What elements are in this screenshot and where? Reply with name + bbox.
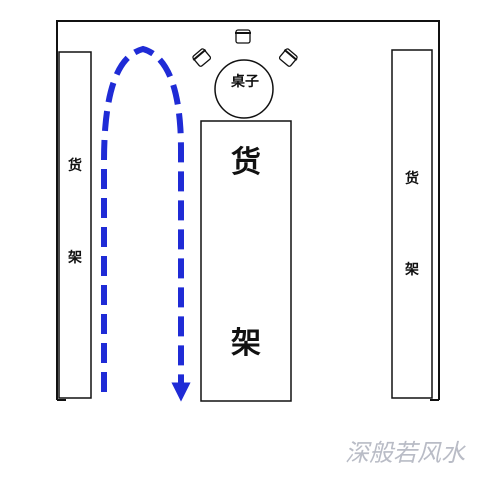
watermark-text: 深般若风水 xyxy=(345,439,466,467)
left-shelf: 货 架 xyxy=(58,51,92,399)
flow-arrow xyxy=(101,45,191,402)
right-shelf-box xyxy=(391,49,433,399)
room-walls xyxy=(56,20,440,401)
left-shelf-box xyxy=(58,51,92,399)
center-shelf: 货 架 xyxy=(200,120,292,402)
right-shelf: 货 架 xyxy=(391,49,433,399)
chair-right xyxy=(278,48,298,67)
chair-left xyxy=(192,48,212,67)
center-shelf-box xyxy=(200,120,292,402)
round-table xyxy=(214,59,274,119)
chair-top xyxy=(235,29,251,44)
left-shelf-char2: 架 xyxy=(67,249,82,266)
table-label: 桌子 xyxy=(231,73,259,90)
right-shelf-char2: 架 xyxy=(404,261,419,278)
table-group: 桌子 xyxy=(192,29,298,119)
right-shelf-char1: 货 xyxy=(404,170,419,187)
left-shelf-char1: 货 xyxy=(67,157,82,174)
center-shelf-char2: 架 xyxy=(231,326,261,361)
center-shelf-char1: 货 xyxy=(231,145,261,180)
